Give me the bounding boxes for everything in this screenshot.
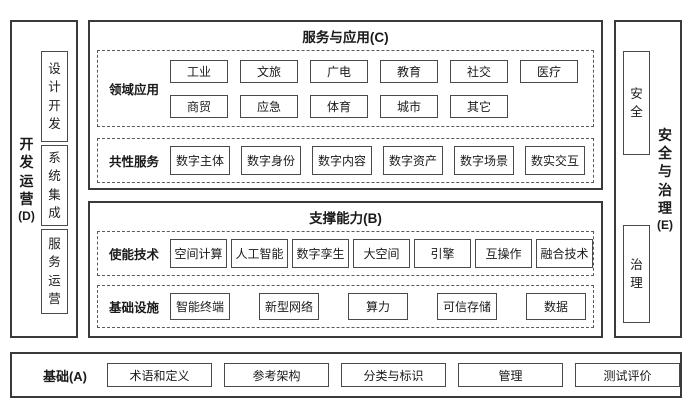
pillar-security-label-text: 安全与治理	[658, 127, 672, 216]
group-infrastructure: 基础设施 智能终端 新型网络 算力 可信存储 数据	[97, 285, 594, 328]
cell-fusion-technology: 融合技术	[536, 239, 593, 268]
layer-foundation: 基础(A) 术语和定义 参考架构 分类与标识 管理 测试评价	[10, 352, 682, 398]
domain-row-2: 商贸 应急 体育 城市 其它	[170, 94, 578, 118]
cell-smart-terminal: 智能终端	[170, 293, 230, 320]
group-common-label: 共性服务	[108, 155, 159, 169]
cell-culture-tourism: 文旅	[240, 59, 298, 83]
pillar-security-label: 安全与治理 (E)	[650, 22, 680, 336]
box-governance: 治理	[623, 225, 650, 323]
cell-sports: 体育	[310, 94, 368, 118]
cell-digital-content: 数字内容	[312, 146, 372, 175]
layer-support-title: 支撑能力(B)	[309, 211, 382, 226]
pillar-dev-ops-label-text: 开发运营	[19, 136, 34, 207]
cell-education: 教育	[380, 59, 438, 83]
cell-industry: 工业	[170, 59, 228, 83]
group-infra-label: 基础设施	[108, 301, 159, 315]
common-services-row: 数字主体 数字身份 数字内容 数字资产 数字场景 数实交互	[170, 146, 585, 175]
group-domain-applications: 领域应用 工业 文旅 广电 教育 社交 医疗 商贸 应急	[97, 50, 594, 127]
cell-digital-subject: 数字主体	[170, 146, 230, 175]
group-enabling-technology: 使能技术 空间计算 人工智能 数字孪生 大空间 引擎 互操作 融合技术	[97, 231, 594, 276]
cell-reference-architecture: 参考架构	[224, 363, 329, 387]
box-design-dev: 设计开发	[41, 51, 68, 142]
box-system-integration: 系统集成	[41, 145, 68, 226]
cell-digital-real-interaction: 数实交互	[525, 146, 585, 175]
foundation-title: 基础(A)	[42, 368, 88, 384]
cell-other: 其它	[450, 94, 508, 118]
foundation-row: 术语和定义 参考架构 分类与标识 管理 测试评价	[107, 363, 680, 387]
group-domain-label: 领域应用	[108, 83, 159, 97]
cell-emergency: 应急	[240, 94, 298, 118]
cell-new-network: 新型网络	[259, 293, 319, 320]
cell-computing-power: 算力	[348, 293, 408, 320]
cell-artificial-intelligence: 人工智能	[231, 239, 288, 268]
pillar-dev-ops-label-suffix: (D)	[18, 208, 35, 223]
cell-large-space: 大空间	[353, 239, 410, 268]
cell-digital-twin: 数字孪生	[292, 239, 349, 268]
infrastructure-row: 智能终端 新型网络 算力 可信存储 数据	[170, 293, 586, 320]
layer-services-title: 服务与应用(C)	[302, 30, 389, 45]
cell-broadcasting: 广电	[310, 59, 368, 83]
cell-data: 数据	[526, 293, 586, 320]
cell-classification-identification: 分类与标识	[341, 363, 446, 387]
pillar-security-label-suffix: (E)	[657, 217, 673, 232]
main-row: 开发运营 (D) 设计开发 系统集成 服务运营 服务与应用(C) 领域应用 工业	[10, 20, 682, 338]
layer-support-capability: 支撑能力(B) 使能技术 空间计算 人工智能 数字孪生 大空间 引擎 互操作 融…	[88, 201, 603, 338]
enabling-tech-row: 空间计算 人工智能 数字孪生 大空间 引擎 互操作 融合技术	[170, 239, 593, 268]
cell-digital-scene: 数字场景	[454, 146, 514, 175]
cell-testing-evaluation: 测试评价	[575, 363, 680, 387]
group-enable-label: 使能技术	[108, 248, 159, 262]
domain-row-1: 工业 文旅 广电 教育 社交 医疗	[170, 59, 578, 83]
cell-social: 社交	[450, 59, 508, 83]
cell-spatial-computing: 空间计算	[170, 239, 227, 268]
cell-digital-identity: 数字身份	[241, 146, 301, 175]
cell-digital-assets: 数字资产	[383, 146, 443, 175]
pillar-dev-ops-boxes: 设计开发 系统集成 服务运营	[41, 22, 68, 336]
cell-commerce: 商贸	[170, 94, 228, 118]
pillar-security-governance: 安全 治理 安全与治理 (E)	[614, 20, 682, 338]
center-column: 服务与应用(C) 领域应用 工业 文旅 广电 教育 社交 医疗	[88, 20, 603, 338]
box-security: 安全	[623, 51, 650, 155]
pillar-dev-ops: 开发运营 (D) 设计开发 系统集成 服务运营	[10, 20, 78, 338]
cell-engine: 引擎	[414, 239, 471, 268]
box-service-operation: 服务运营	[41, 229, 68, 314]
layer-services-applications: 服务与应用(C) 领域应用 工业 文旅 广电 教育 社交 医疗	[88, 20, 603, 190]
cell-interoperability: 互操作	[475, 239, 532, 268]
group-common-services: 共性服务 数字主体 数字身份 数字内容 数字资产 数字场景 数实交互	[97, 138, 594, 183]
cell-management: 管理	[458, 363, 563, 387]
cell-medical: 医疗	[520, 59, 578, 83]
pillar-dev-ops-label: 开发运营 (D)	[12, 22, 41, 336]
cell-trusted-storage: 可信存储	[437, 293, 497, 320]
pillar-security-boxes: 安全 治理	[623, 22, 650, 336]
cell-terms-definitions: 术语和定义	[107, 363, 212, 387]
cell-city: 城市	[380, 94, 438, 118]
